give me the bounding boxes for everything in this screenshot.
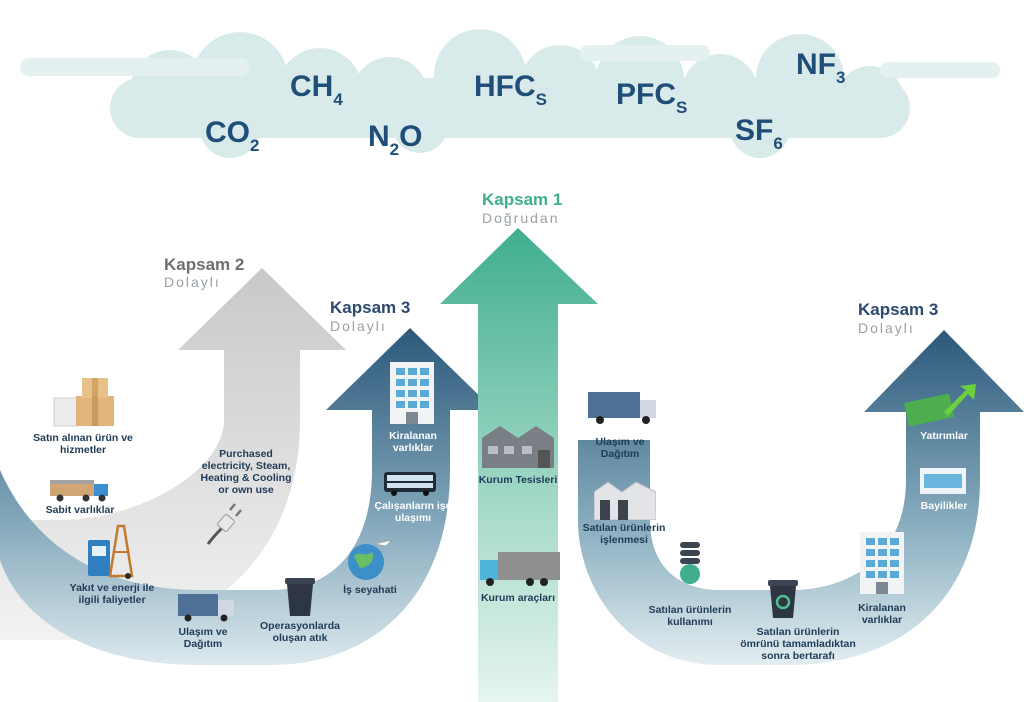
scope2-subtitle: Dolaylı [164,274,221,290]
label-capital-goods: Sabit varlıklar [45,504,115,516]
company-truck-icon [480,552,560,586]
label-purchased-goods: Satın alınan ürün ve hizmetler [33,432,133,456]
scope2-arrow [0,268,346,640]
gas-hfcs: HFCS [474,70,547,109]
gas-co2: CO2 [205,116,260,155]
label-vehicles: Kurum araçları [480,592,556,604]
label-franchises: Bayilikler [920,500,968,512]
shopping-boxes-icon [53,378,114,427]
transport-truck-icon [588,392,656,424]
label-downstream-transport: Ulaşım ve Dağıtım [595,436,645,460]
gas-nf3: NF3 [796,48,846,87]
gas-sf6: SF6 [735,114,783,153]
scope2-title: Kapsam 2 [164,255,245,274]
leased-building-icon [860,532,904,594]
cloud-band [20,29,1000,158]
label-investments: Yatırımlar [920,430,968,442]
scope1-subtitle: Doğrudan [482,210,560,226]
gas-ch4: CH4 [290,70,343,109]
truck-icon [50,480,108,502]
gas-n2o: N2O [368,120,423,159]
fuel-pump-icon [88,524,134,579]
label-upstream-transport: Ulaşım ve Dağıtım [178,626,228,650]
trash-bin-icon [285,578,315,616]
electric-plug-icon [206,503,242,545]
office-building-icon [390,362,434,424]
scope1-title: Kapsam 1 [482,190,563,209]
recycle-bin-icon [768,580,798,618]
label-facilities: Kurum Tesisleri [478,474,558,486]
label-commuting: Çalışanların işe ulaşımı [374,500,452,524]
delivery-truck-icon [178,594,234,622]
scope3-left-title: Kapsam 3 [330,298,411,317]
processing-plant-icon [594,481,656,520]
label-leased-assets-up: Kiralanan varlıklar [389,430,437,454]
investment-money-icon [904,384,976,426]
scope3-right-title: Kapsam 3 [858,300,939,319]
label-end-of-life: Satılan ürünlerin ömrünü tamamladıktan s… [740,626,856,662]
label-fuel-energy: Yakıt ve enerji ile ilgili faliyetler [69,582,155,606]
scope3-right-subtitle: Dolaylı [858,320,915,336]
label-processing: Satılan ürünlerin işlenmesi [582,522,666,546]
gas-pfcs: PFCS [616,78,688,117]
label-business-travel: İş seyahati [343,584,397,596]
franchise-store-icon [920,468,966,494]
scope3-left-subtitle: Dolaylı [330,318,387,334]
label-waste: Operasyonlarda oluşan atık [260,620,340,644]
globe-airplane-icon [348,539,394,580]
label-purchased-electricity: Purchased electricity, Steam, Heating & … [200,448,292,496]
scope3-left-arrow [0,328,494,665]
factory-icon [482,426,554,468]
label-leased-assets-down: Kiralanan varlıklar [858,602,906,626]
label-use-of-products: Satılan ürünlerin kullanımı [648,604,732,628]
bus-icon [384,472,436,496]
light-bulb-icon [680,542,700,584]
